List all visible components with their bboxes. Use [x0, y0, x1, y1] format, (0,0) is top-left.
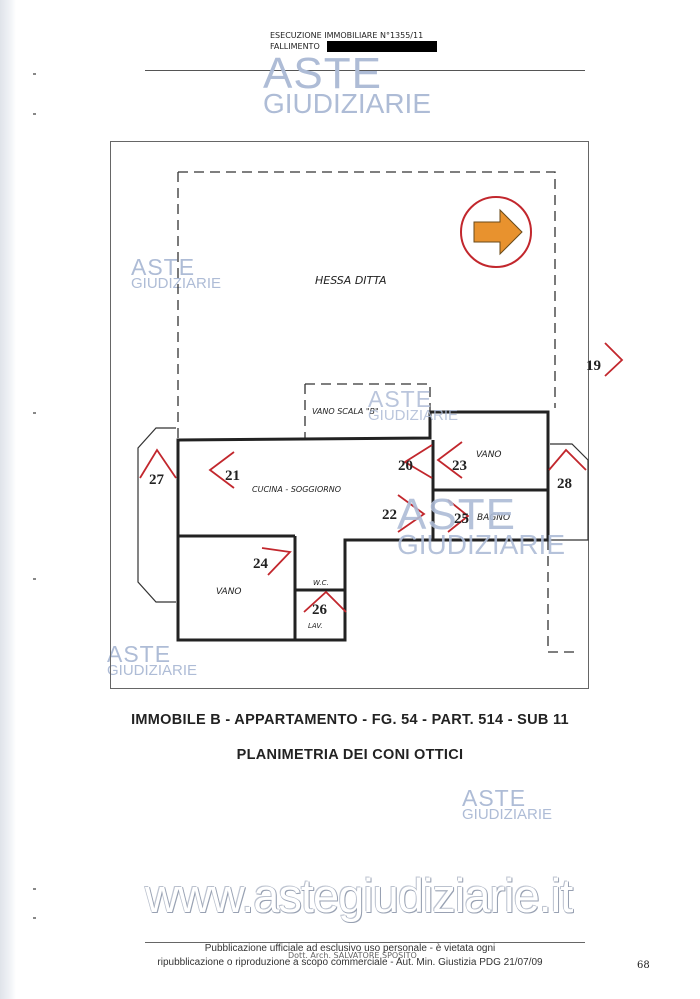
watermark-logo: ASTE GIUDIZIARIE — [263, 52, 431, 118]
author-signature: Dott. Arch. SALVATORE SPOSITO — [288, 951, 417, 960]
label-bath: BAGNO — [477, 513, 510, 523]
scan-edge-shadow — [0, 0, 16, 999]
floor-plan-frame — [110, 141, 589, 689]
margin-mark — [33, 578, 36, 580]
watermark-logo: ASTE GIUDIZIARIE — [107, 641, 198, 679]
view-cones — [139, 342, 624, 613]
cone-label-28: 28 — [557, 476, 572, 492]
watermark-brand-bottom: GIUDIZIARIE — [107, 662, 198, 679]
margin-mark — [33, 113, 36, 115]
watermark-brand-top: ASTE — [397, 490, 516, 539]
publication-notice-line2: ripubblicazione o riproduzione a scopo c… — [157, 957, 543, 968]
label-room-1: VANO — [476, 450, 502, 460]
case-number: ESECUZIONE IMMOBILIARE N°1355/11 — [270, 31, 424, 40]
header-rule — [145, 70, 585, 71]
balconies — [137, 427, 589, 603]
watermark-brand-top: ASTE — [368, 386, 433, 412]
cone-label-25: 25 — [454, 511, 469, 527]
watermark-brand-bottom: GIUDIZIARIE — [368, 407, 459, 424]
cone-label-26: 26 — [312, 602, 328, 618]
margin-mark — [33, 412, 36, 414]
watermark-brand-bottom: GIUDIZIARIE — [397, 529, 566, 560]
watermark-logo: ASTE GIUDIZIARIE — [397, 493, 565, 559]
watermark-brand-bottom: GIUDIZIARIE — [263, 88, 432, 119]
margin-mark — [33, 73, 36, 75]
publication-notice-line1: Pubblicazione ufficiale ad esclusivo uso… — [204, 943, 496, 954]
label-room-2: VANO — [216, 587, 242, 597]
label-lav: LAV. — [308, 622, 323, 630]
case-type: FALLIMENTO — [270, 42, 320, 51]
page-number: 68 — [637, 960, 650, 971]
footer-rule — [145, 942, 585, 943]
watermark-logo: ASTE GIUDIZIARIE — [368, 386, 459, 424]
label-stair: VANO SCALA "B" — [312, 407, 379, 416]
watermark-brand-bottom: GIUDIZIARIE — [462, 806, 553, 823]
label-area: HESSA DITTA — [315, 274, 386, 287]
cone-label-24: 24 — [253, 556, 269, 572]
plan-caption-subtitle: PLANIMETRIA DEI CONI OTTICI — [236, 747, 464, 763]
arrow-right-in-circle-icon — [460, 196, 532, 268]
watermark-brand-top: ASTE — [462, 785, 527, 811]
plan-caption-title: IMMOBILE B - APPARTAMENTO - FG. 54 - PAR… — [131, 712, 569, 728]
room-labels: HESSA DITTA VANO SCALA "B" CUCINA - SOGG… — [216, 274, 510, 630]
margin-mark — [33, 917, 36, 919]
cone-label-20: 20 — [398, 458, 413, 474]
document-header: ESECUZIONE IMMOBILIARE N°1355/11 FALLIME… — [270, 30, 423, 52]
cone-number-labels: 19 20 21 22 23 24 25 26 27 28 — [149, 358, 601, 618]
apartment-walls — [176, 410, 550, 642]
cone-label-27: 27 — [149, 472, 165, 488]
label-wc: W.C. — [313, 579, 329, 587]
label-kitchen: CUCINA - SOGGIORNO — [252, 485, 341, 494]
cone-label-23: 23 — [452, 458, 467, 474]
cone-label-19: 19 — [586, 358, 601, 374]
watermark-logo: ASTE GIUDIZIARIE — [462, 785, 553, 823]
cone-label-22: 22 — [382, 507, 397, 523]
margin-mark — [33, 888, 36, 890]
cone-label-21: 21 — [225, 468, 240, 484]
redaction-bar — [327, 41, 437, 52]
watermark-brand-top: ASTE — [107, 641, 172, 667]
watermark-brand-bottom: GIUDIZIARIE — [131, 275, 222, 292]
watermark-website: www.astegiudiziarie.it — [145, 869, 573, 922]
watermark-brand-top: ASTE — [263, 49, 382, 98]
